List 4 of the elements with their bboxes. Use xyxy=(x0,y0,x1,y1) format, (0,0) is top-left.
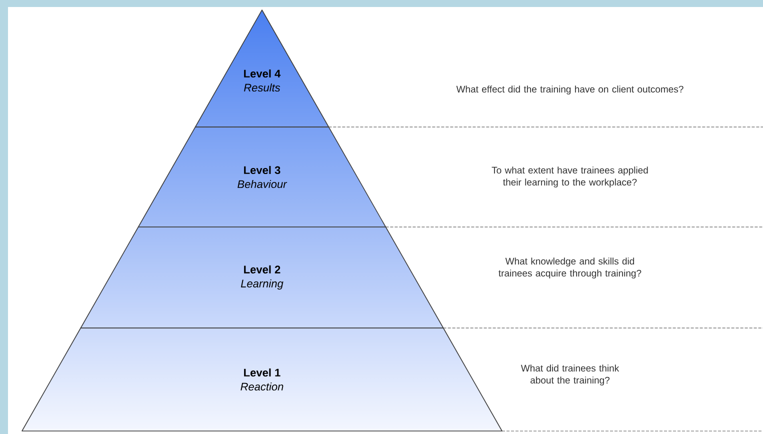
question-text: What knowledge and skills did trainees acquire through training? xyxy=(498,258,642,278)
question-text: To what extent have trainees applied their learning to the workplace? xyxy=(492,166,648,188)
question-text: What effect did the training have on client outcomes? xyxy=(456,86,684,94)
question-text: What did trainees think about the training? xyxy=(520,364,620,386)
